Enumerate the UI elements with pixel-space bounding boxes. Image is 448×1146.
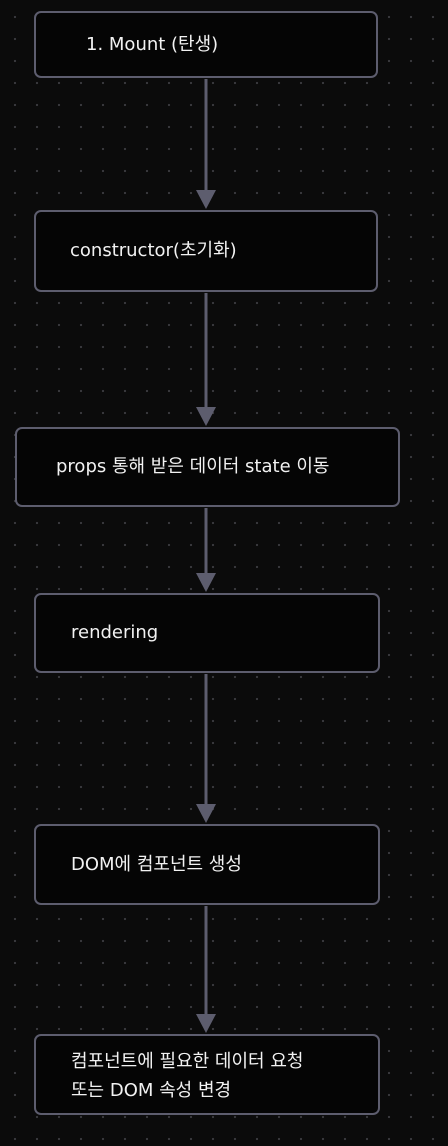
edge-n3-n4	[196, 508, 216, 592]
node-data-request[interactable]: 컴포넌트에 필요한 데이터 요청 또는 DOM 속성 변경	[34, 1034, 380, 1115]
edge-n1-n2	[196, 79, 216, 209]
node-label: DOM에 컴포넌트 생성	[71, 853, 242, 875]
node-label-line-1: 컴포넌트에 필요한 데이터 요청	[71, 1050, 304, 1072]
arrowhead-icon	[196, 407, 216, 426]
node-label: props 통해 받은 데이터 state 이동	[56, 456, 330, 477]
node-label: 1. Mount (탄생)	[86, 33, 219, 55]
node-constructor[interactable]: constructor(초기화)	[34, 210, 378, 292]
arrowhead-icon	[196, 190, 216, 209]
node-label: rendering	[71, 622, 159, 643]
arrowhead-icon	[196, 1014, 216, 1033]
node-mount[interactable]: 1. Mount (탄생)	[34, 11, 378, 78]
edge-n4-n5	[196, 674, 216, 823]
node-label-line-2: 또는 DOM 속성 변경	[71, 1079, 232, 1101]
node-props-to-state[interactable]: props 통해 받은 데이터 state 이동	[15, 427, 400, 507]
arrowhead-icon	[196, 573, 216, 592]
node-rendering[interactable]: rendering	[34, 593, 380, 673]
node-dom-create[interactable]: DOM에 컴포넌트 생성	[34, 824, 380, 905]
edge-n2-n3	[196, 293, 216, 426]
arrowhead-icon	[196, 804, 216, 823]
edge-n5-n6	[196, 906, 216, 1033]
node-label-group: 컴포넌트에 필요한 데이터 요청 또는 DOM 속성 변경	[71, 1047, 303, 1105]
node-label: constructor(초기화)	[70, 240, 237, 261]
